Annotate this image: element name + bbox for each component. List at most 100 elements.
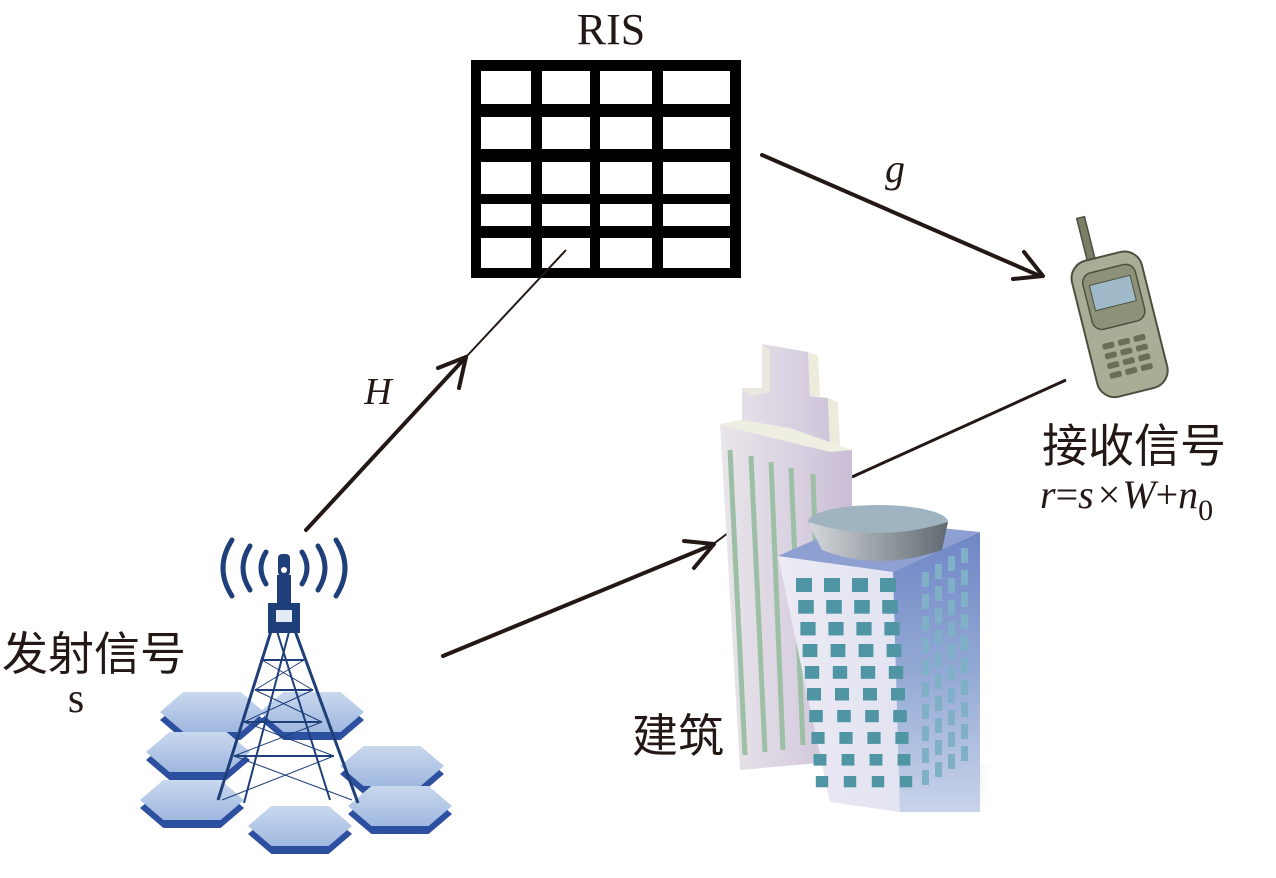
office-side-window [922, 572, 929, 587]
office-side-window [961, 614, 968, 629]
hex-cell [348, 786, 452, 826]
office-side-window [961, 548, 968, 563]
office-window [796, 578, 812, 592]
ris-element [542, 117, 590, 149]
office-side-window [961, 658, 968, 673]
office-window [839, 732, 853, 744]
ris-element [663, 238, 730, 268]
office-side-window [961, 570, 968, 585]
office-window [837, 710, 851, 723]
ris-cells [481, 71, 730, 268]
office-side-window [922, 748, 929, 763]
office-window [832, 666, 848, 679]
office-side-window [948, 578, 955, 593]
office-side-window [935, 564, 942, 579]
office-side-window [935, 630, 942, 645]
h-label: H [363, 371, 394, 413]
channel-g: g [760, 146, 1045, 281]
ris-element [481, 117, 531, 149]
ris-element [600, 117, 652, 149]
office-window [852, 578, 868, 592]
office-window [882, 600, 898, 614]
office-side-window [935, 718, 942, 733]
transmitter-label: 发射信号 s [2, 627, 186, 722]
office-window [824, 578, 840, 592]
ris-element [663, 162, 730, 194]
office-window [804, 666, 820, 679]
building-label: 建筑 [632, 709, 724, 763]
reflection-line [851, 378, 1067, 479]
office-window [869, 754, 883, 766]
office-side-window [961, 592, 968, 607]
ris-element [600, 162, 652, 194]
office-window [815, 776, 829, 788]
direct-arrow-line [441, 543, 714, 658]
transmit-symbol: s [68, 676, 84, 722]
office-window [828, 622, 844, 636]
mobile-phone-icon [1070, 215, 1169, 399]
office-window [867, 732, 881, 744]
hex-cell [140, 780, 244, 820]
formula-r: r [1040, 472, 1056, 517]
office-side-window [948, 732, 955, 747]
office-side-window [948, 622, 955, 637]
office-side-window [948, 644, 955, 659]
office-side-window [922, 616, 929, 631]
ris-element [481, 162, 531, 194]
ris-element [600, 204, 652, 226]
office-window [860, 666, 876, 679]
office-window [886, 644, 902, 658]
h-arrow-tail [465, 249, 567, 358]
ris-element [600, 71, 652, 104]
g-label: g [885, 146, 905, 191]
ris-element [542, 238, 590, 268]
office-window [880, 578, 896, 592]
office-side-window [948, 688, 955, 703]
hex-cell [160, 692, 264, 732]
office-window [813, 754, 827, 766]
base-station [140, 537, 452, 854]
office-side-window [922, 704, 929, 719]
buildings [720, 344, 1002, 812]
office-side-window [922, 660, 929, 675]
office-window [856, 622, 872, 636]
office-window [865, 710, 879, 723]
office-side-window [935, 674, 942, 689]
hex-cell [146, 732, 250, 772]
ris-element [600, 238, 652, 268]
office-window [893, 710, 907, 723]
office-side-window [948, 556, 955, 571]
office-window [802, 644, 818, 658]
receiver-label: 接收信号 r=s×W+n0 [1040, 419, 1226, 527]
office-side-window [961, 702, 968, 717]
formula-w: W [1122, 472, 1159, 517]
office-side-window [961, 724, 968, 739]
office-window [835, 688, 849, 701]
ris-title: RIS [577, 5, 645, 54]
ris-element [663, 204, 730, 226]
office-window [809, 710, 823, 723]
office-window [871, 776, 885, 788]
receive-formula: r=s×W+n0 [1040, 472, 1213, 527]
g-arrowhead-icon [1011, 250, 1045, 281]
ris-element [481, 71, 531, 104]
ris-element [663, 117, 730, 149]
ris-element [542, 71, 590, 104]
office-window [888, 666, 904, 679]
ris-panel: RIS [471, 5, 741, 278]
office-window [863, 688, 877, 701]
office-window [841, 754, 855, 766]
transmit-signal-label: 发射信号 [2, 627, 186, 681]
office-window [830, 644, 846, 658]
office-side-window [922, 726, 929, 741]
office-window [811, 732, 825, 744]
office-window [858, 644, 874, 658]
office-window [854, 600, 870, 614]
hex-cell [340, 746, 444, 786]
office-side-window [948, 754, 955, 769]
office-side-window [935, 608, 942, 623]
receive-signal-label: 接收信号 [1042, 419, 1226, 473]
formula-times: × [1098, 472, 1121, 517]
ris-element [481, 238, 531, 268]
